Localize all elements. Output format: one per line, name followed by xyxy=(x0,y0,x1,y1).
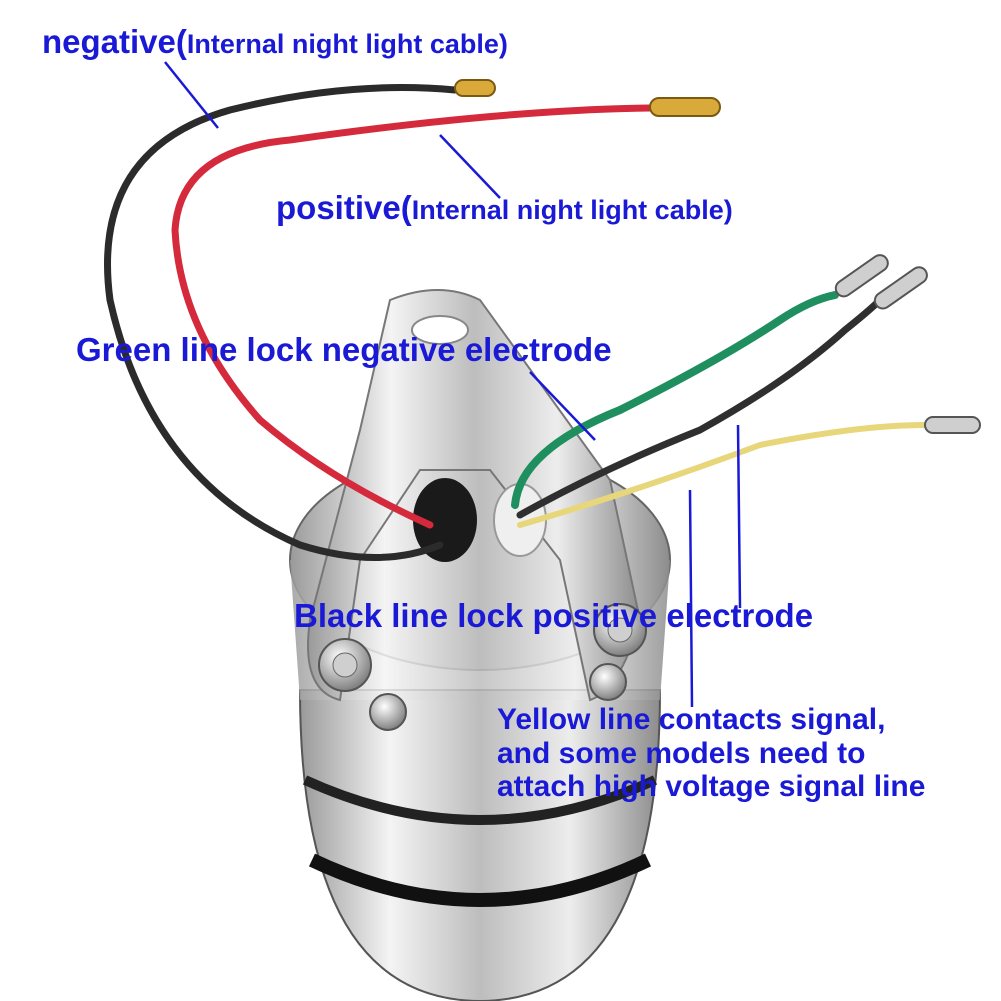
label-pointers xyxy=(164,61,742,708)
label-black-line: Black line lock positive electrode xyxy=(294,597,814,634)
bolts xyxy=(318,603,647,731)
yellow-wire xyxy=(517,422,928,528)
label-yellow-line-1: Yellow line contacts signal, xyxy=(497,703,886,736)
pointer-green xyxy=(529,371,596,441)
label-positive: positive(Internal night light cable) xyxy=(276,189,733,227)
black-night-light-wire xyxy=(104,84,459,561)
pointer-yellow xyxy=(688,489,694,708)
label-positive-main: positive( xyxy=(276,189,412,226)
wires xyxy=(104,84,928,561)
label-positive-sub: Internal night light cable) xyxy=(411,195,733,225)
pointer-positive xyxy=(439,134,501,199)
green-wire xyxy=(511,291,839,509)
label-yellow-line-2: and some models need to xyxy=(497,736,866,770)
label-negative: negative(Internal night light cable) xyxy=(42,23,508,61)
black-signal-wire xyxy=(516,296,884,519)
label-green-line: Green line lock negative electrode xyxy=(76,331,612,368)
pointer-negative xyxy=(164,61,219,129)
label-negative-main: negative( xyxy=(42,23,187,60)
pointer-black xyxy=(736,424,742,609)
label-yellow-line: Yellow line contacts signal, and some mo… xyxy=(497,703,925,804)
label-negative-sub: Internal night light cable) xyxy=(186,29,508,59)
label-yellow-line-3: attach high voltage signal line xyxy=(497,770,926,804)
red-night-light-wire xyxy=(171,104,654,529)
terminals xyxy=(454,79,981,434)
